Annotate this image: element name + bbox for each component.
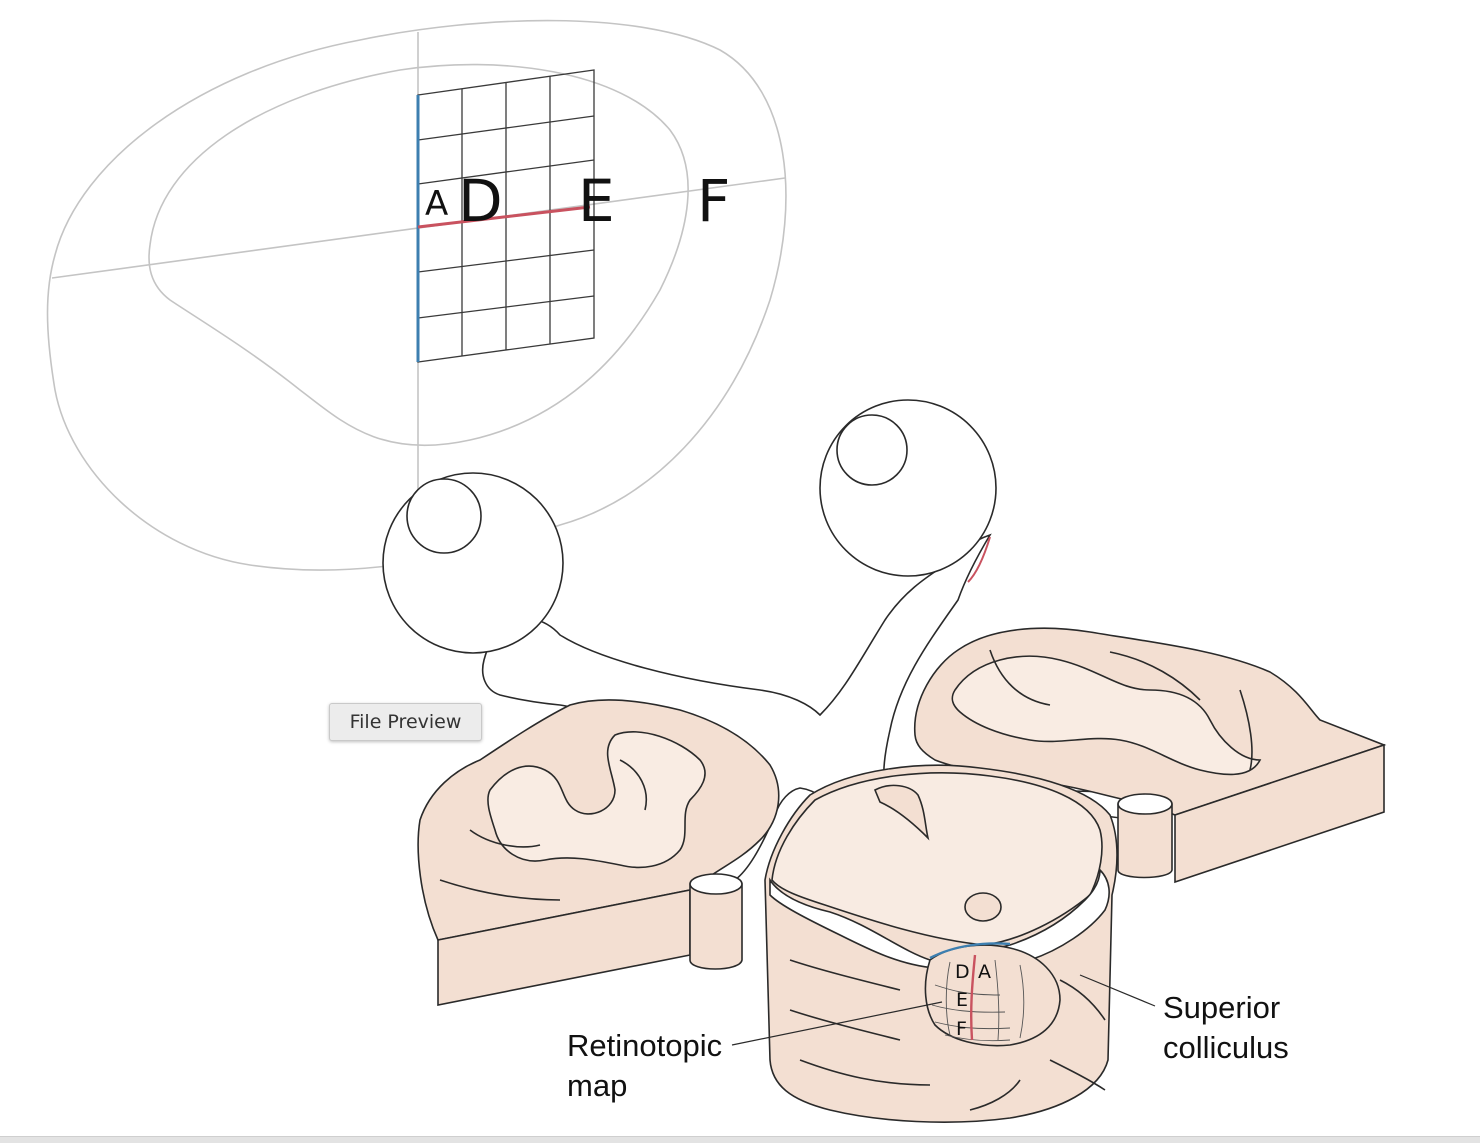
map-mesh-line (934, 984, 1001, 996)
map-mesh-line (944, 1034, 1011, 1042)
colliculus-red-meridian (969, 954, 977, 1041)
map-letter-a: A (978, 961, 991, 983)
bottom-edge-bar (0, 1136, 1480, 1143)
field-letter-f: F (697, 167, 730, 235)
brainstem-top-face (771, 772, 1103, 946)
left-slice-gyri (487, 731, 706, 869)
right-tract-stub-top (1117, 793, 1173, 815)
retina-meridian-red (967, 536, 991, 583)
colliculus-map-mesh (931, 959, 1025, 1042)
colliculus-label-line2: colliculus (1163, 1030, 1289, 1065)
map-mesh-line (934, 1021, 1011, 1030)
field-letter-a: A (425, 184, 448, 224)
left-slice-sulcus (439, 759, 647, 901)
right-slice-sulcus (989, 649, 1253, 771)
right-eye-lens (836, 414, 908, 486)
horizontal-meridian-red (417, 205, 591, 229)
map-letter-e: E (956, 989, 968, 1011)
colliculus-label-line1: Superior (1163, 990, 1280, 1025)
retinotopic-label-line2: map (567, 1068, 627, 1103)
brainstem-folds (789, 959, 1106, 1111)
right-slice-gyri (951, 655, 1262, 776)
colliculus-leader-line (1079, 974, 1156, 1007)
grid-line (417, 159, 595, 185)
map-letter-f: F (956, 1018, 967, 1040)
file-preview-label: File Preview (349, 711, 462, 733)
right-brain-slice (914, 627, 1387, 884)
brainstem-block (764, 764, 1118, 1123)
left-tract-stub-top (689, 873, 743, 895)
colliculus-blue-edge (929, 942, 1011, 960)
grid-line (417, 115, 595, 141)
file-preview-button[interactable]: File Preview (329, 703, 482, 741)
map-mesh-line (945, 961, 951, 1036)
map-mesh-line (1019, 964, 1025, 1039)
map-letter-d: D (955, 961, 970, 983)
retinotopic-label-line1: Retinotopic (567, 1028, 722, 1063)
field-letter-d: D (458, 167, 503, 235)
map-mesh-line (994, 959, 1000, 1041)
left-brain-slice (417, 699, 780, 1006)
brachium-band (769, 868, 1110, 969)
retinotopic-leader-line (731, 1001, 943, 1046)
visual-field-inner-contour (148, 63, 689, 447)
visual-field-outer-contour (46, 19, 787, 571)
grid-line (417, 249, 595, 273)
right-slice-front-face (1174, 743, 1385, 884)
field-letter-e: E (578, 167, 615, 235)
map-mesh-line (931, 1004, 1006, 1013)
left-eye-lens (406, 478, 482, 554)
grid-line (417, 295, 595, 319)
top-ellipse-feature (964, 892, 1002, 922)
aqueduct (873, 784, 930, 841)
